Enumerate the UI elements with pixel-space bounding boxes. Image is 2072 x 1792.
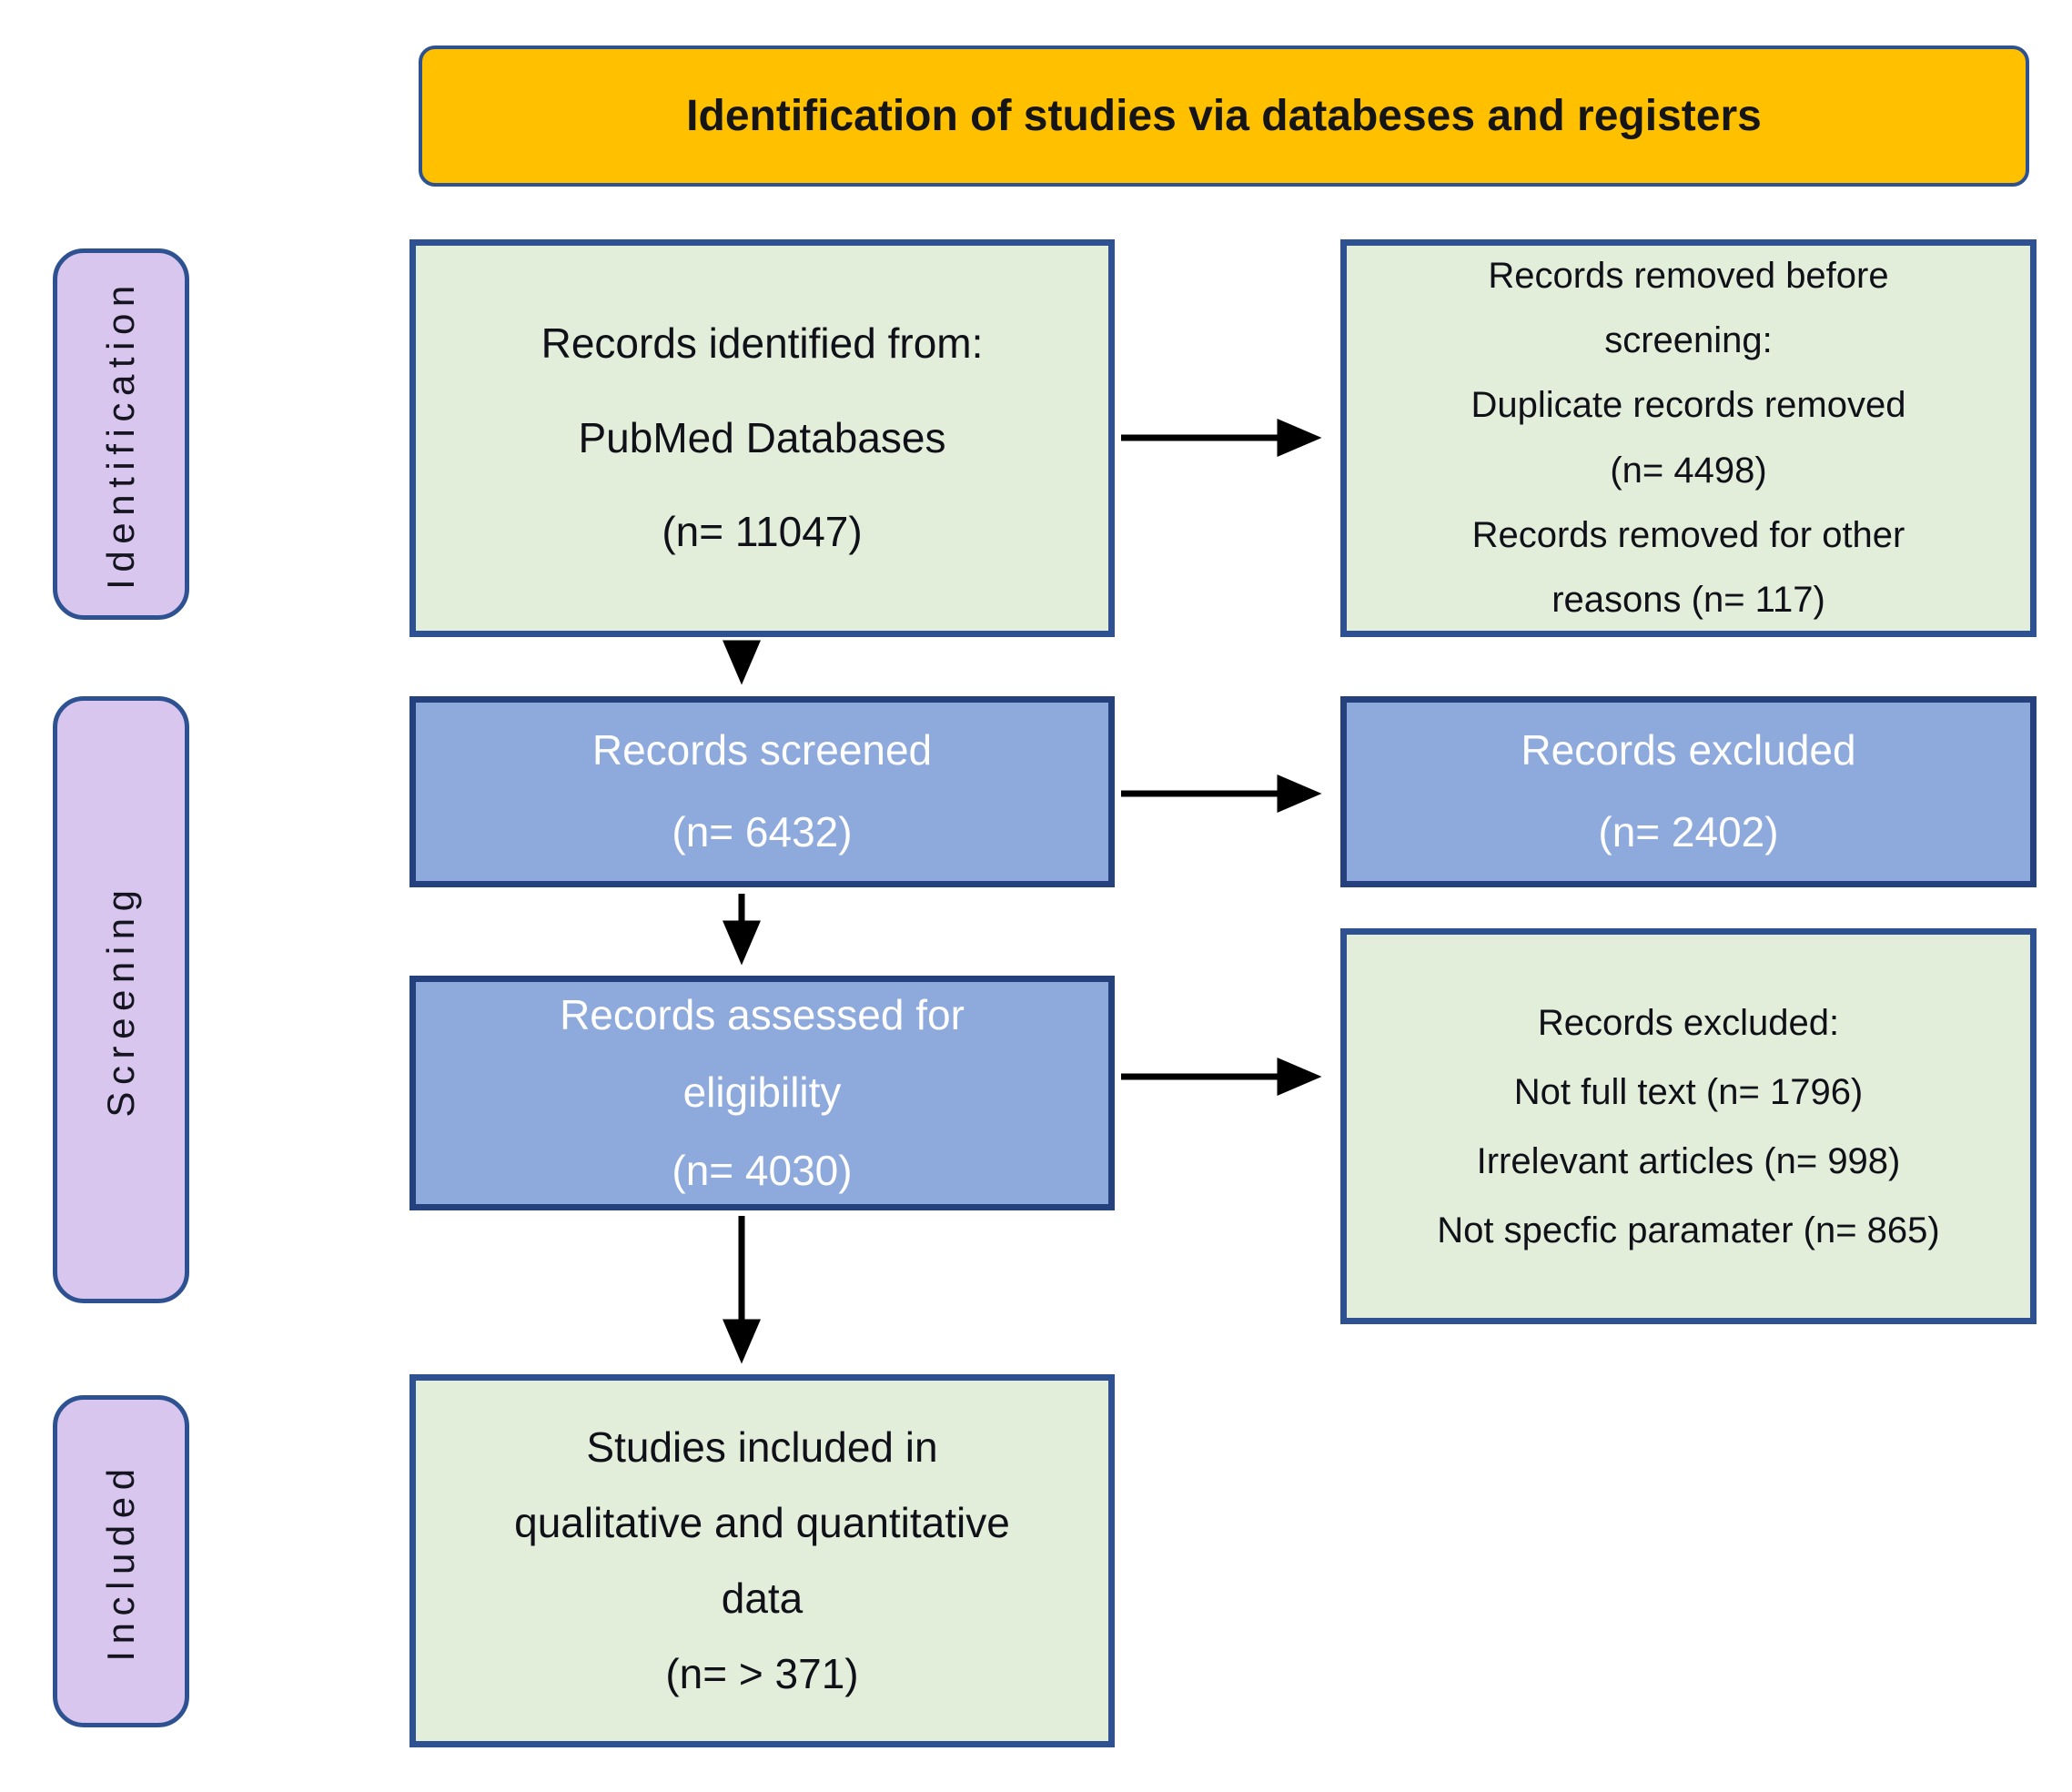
box-records-screened: Records screened (n= 6432) (409, 696, 1115, 887)
box-exclusion-reasons: Records excluded: Not full text (n= 1796… (1340, 928, 2037, 1324)
box-line: (n= 4030) (672, 1146, 853, 1194)
stage-label-screening: Screening (53, 696, 189, 1303)
stage-label-identification-text: Identification (99, 278, 142, 590)
box-line: Irrelevant articles (n= 998) (1476, 1140, 1901, 1181)
box-line: (n= 11047) (662, 508, 863, 556)
title-text: Identification of studies via databeses … (686, 92, 1762, 140)
box-line: Not specfic paramater (n= 865) (1437, 1210, 1940, 1250)
box-line: Records excluded: (1537, 1002, 1840, 1043)
box-records-excluded: Records excluded (n= 2402) (1340, 696, 2037, 887)
stage-label-screening-text: Screening (99, 882, 142, 1118)
box-line: Records assessed for (560, 991, 965, 1039)
box-line: qualitative and quantitative (514, 1499, 1010, 1547)
stage-label-included-text: Included (99, 1461, 142, 1662)
box-records-removed-before-screening: Records removed before screening: Duplic… (1340, 239, 2037, 637)
box-line: Studies included in (586, 1423, 938, 1472)
box-line: Not full text (n= 1796) (1513, 1071, 1864, 1112)
box-line: Records identified from: (541, 319, 984, 368)
box-line: Records removed for other (1471, 514, 1905, 555)
box-line: data (721, 1574, 804, 1622)
box-line: Records screened (591, 726, 933, 775)
box-records-assessed: Records assessed for eligibility (n= 403… (409, 976, 1115, 1210)
box-line: (n= 2402) (1598, 808, 1779, 856)
box-line: reasons (n= 117) (1551, 579, 1825, 620)
title-banner: Identification of studies via databeses … (419, 46, 2029, 187)
box-line: screening: (1604, 320, 1773, 361)
box-line: (n= > 371) (665, 1649, 859, 1697)
box-records-identified: Records identified from: PubMed Database… (409, 239, 1115, 637)
box-line: (n= 6432) (672, 808, 853, 856)
box-line: PubMed Databases (578, 413, 946, 461)
box-line: (n= 4498) (1610, 450, 1767, 491)
box-line: Records excluded (1521, 726, 1856, 775)
stage-label-identification: Identification (53, 248, 189, 620)
box-studies-included: Studies included in qualitative and quan… (409, 1374, 1115, 1747)
stage-label-included: Included (53, 1395, 189, 1727)
box-line: Duplicate records removed (1471, 385, 1906, 426)
box-line: Records removed before (1488, 255, 1889, 296)
box-line: eligibility (682, 1068, 842, 1117)
